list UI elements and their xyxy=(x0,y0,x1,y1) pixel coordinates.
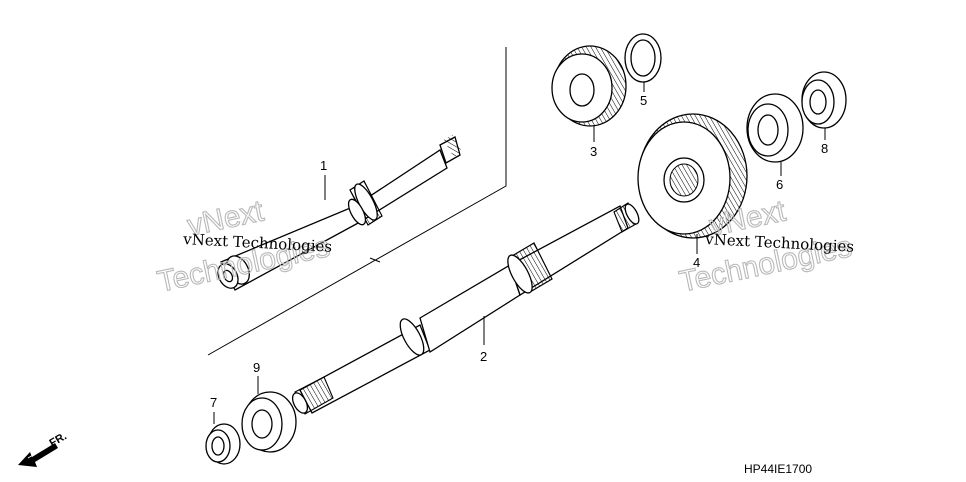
callout-5: 5 xyxy=(640,93,647,108)
gear-4 xyxy=(637,113,748,254)
callout-1: 1 xyxy=(320,158,327,173)
callout-4: 4 xyxy=(693,255,700,270)
shaft-2 xyxy=(291,202,640,415)
bearing-6 xyxy=(746,93,804,176)
front-arrow: FR. xyxy=(18,430,69,467)
callout-9: 9 xyxy=(253,360,260,375)
bearing-9 xyxy=(241,376,297,453)
callout-7: 7 xyxy=(210,395,217,410)
front-arrow-label: FR. xyxy=(48,430,69,449)
ring-5 xyxy=(624,33,662,92)
callout-2: 2 xyxy=(480,349,487,364)
seal-8 xyxy=(801,71,847,140)
shaft-1 xyxy=(217,134,463,291)
callout-3: 3 xyxy=(590,144,597,159)
gear-3 xyxy=(551,45,627,142)
arrow-icon xyxy=(18,443,58,467)
callout-8: 8 xyxy=(821,141,828,156)
divider-lines xyxy=(207,47,507,356)
diagram-code: HP44IE1700 xyxy=(744,462,812,476)
ring-7 xyxy=(205,412,241,465)
callout-6: 6 xyxy=(776,177,783,192)
